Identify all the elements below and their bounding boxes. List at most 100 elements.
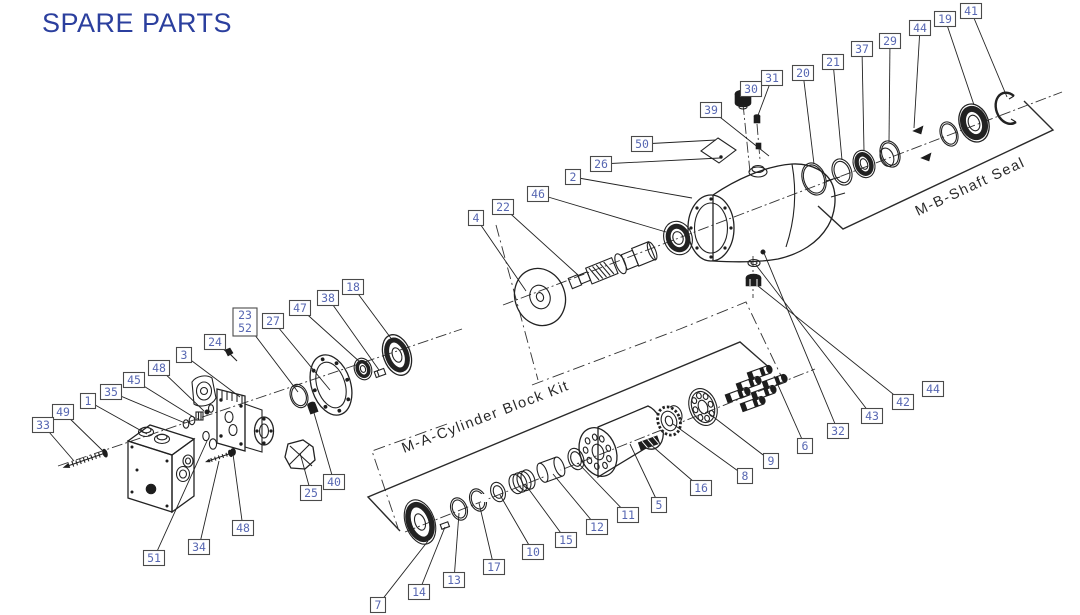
svg-text:48: 48: [236, 521, 250, 535]
piston-assembly: [724, 364, 788, 413]
washer-10: [490, 481, 506, 503]
svg-text:46: 46: [531, 187, 545, 201]
part-label-46: 46: [526, 185, 667, 233]
part-label-25: 25: [299, 452, 323, 502]
svg-text:49: 49: [56, 405, 70, 419]
part-label-14: 14: [407, 526, 446, 601]
o-ring-44: [939, 121, 959, 147]
svg-text:44: 44: [913, 21, 927, 35]
svg-text:15: 15: [559, 533, 573, 547]
svg-text:18: 18: [346, 280, 360, 294]
part-label-45: 45: [122, 371, 196, 419]
shaft-seal-37: [852, 149, 876, 179]
shaft-seal-band: [817, 100, 1055, 230]
shaft-key-38: [373, 367, 387, 379]
svg-text:47: 47: [293, 301, 307, 315]
drive-shaft: [567, 241, 658, 290]
svg-text:9: 9: [768, 454, 775, 468]
part-label-37: 37: [850, 40, 874, 152]
svg-text:22: 22: [496, 200, 510, 214]
part-label-30: 30: [739, 80, 763, 99]
svg-text:2: 2: [570, 170, 577, 184]
part-label-21: 21: [821, 53, 845, 161]
svg-text:26: 26: [594, 157, 608, 171]
svg-text:31: 31: [765, 71, 779, 85]
backup-ring-21: [831, 158, 853, 186]
part-label-27: 27: [261, 312, 331, 391]
part-label-29: 29: [878, 32, 902, 143]
svg-text:5: 5: [656, 498, 663, 512]
locating-pin: [439, 521, 451, 530]
o-ring-23-52: [289, 383, 309, 409]
spring-15: [508, 469, 536, 495]
part-label-13: 13: [442, 512, 466, 589]
part-label-38: 38: [316, 289, 380, 371]
pump-housing: [191, 375, 275, 453]
svg-text:12: 12: [590, 520, 604, 534]
part-label-17: 17: [478, 502, 506, 576]
svg-text:6: 6: [802, 439, 809, 453]
part-label-3: 3: [175, 346, 241, 398]
part-label-4: 4: [467, 209, 527, 292]
o-ring-20: [801, 162, 827, 196]
part-label-47: 47: [288, 299, 362, 364]
part-label-41: 41: [959, 2, 1008, 98]
svg-text:39: 39: [704, 103, 718, 117]
svg-text:44: 44: [926, 382, 940, 396]
part-label-18: 18: [341, 278, 394, 342]
svg-text:14: 14: [412, 585, 426, 599]
part-label-34: 34: [187, 460, 220, 556]
part-label-26: 26: [589, 155, 721, 173]
stud-nut: [745, 273, 762, 287]
svg-text:11: 11: [621, 508, 635, 522]
svg-text:1: 1: [85, 394, 92, 408]
retainer-ring-29: [879, 140, 901, 168]
svg-text:52: 52: [238, 321, 252, 335]
control-valve-block: [126, 424, 196, 514]
stud-washer: [747, 258, 761, 268]
svg-text:37: 37: [855, 42, 869, 56]
cylinder-block-kit-band: [366, 341, 773, 532]
svg-text:21: 21: [826, 55, 840, 69]
part-label-12: 12: [552, 473, 609, 536]
o-rings-51: [202, 430, 218, 450]
svg-text:29: 29: [883, 34, 897, 48]
part-label-11: 11: [577, 462, 640, 524]
part-label-20: 20: [791, 64, 815, 165]
svg-text:38: 38: [321, 291, 335, 305]
centerlines: [57, 91, 1063, 533]
snap-ring-17: [468, 488, 488, 512]
part-label-16: 16: [650, 444, 713, 497]
part-label-5: 5: [629, 443, 668, 514]
part-number-labels: 4119442937212031303950262462244442433269…: [31, 2, 1008, 614]
svg-text:48: 48: [152, 361, 166, 375]
spring-washer-set: [182, 404, 215, 429]
svg-text:24: 24: [208, 335, 222, 349]
part-label-15: 15: [524, 483, 578, 549]
svg-text:30: 30: [744, 82, 758, 96]
cylinder-block-kit-caption: M-A-Cylinder Block Kit: [400, 378, 572, 457]
axis-arrows: [912, 125, 932, 162]
svg-text:19: 19: [938, 12, 952, 26]
shim-ring-13: [449, 497, 469, 521]
svg-text:7: 7: [375, 598, 382, 612]
svg-text:51: 51: [147, 551, 161, 565]
part-label-50: 50: [630, 135, 717, 153]
part-label-42: 42: [757, 285, 915, 411]
svg-text:23: 23: [238, 308, 252, 322]
svg-text:16: 16: [694, 481, 708, 495]
ball-guide: [656, 405, 683, 437]
part-label-19: 19: [933, 10, 975, 106]
svg-text:8: 8: [742, 469, 749, 483]
part-label-49: 49: [51, 403, 104, 452]
retainer-plate: [688, 388, 718, 426]
cylinder-block: [578, 405, 664, 479]
bushing-12: [536, 456, 566, 483]
svg-text:33: 33: [36, 418, 50, 432]
part-label-31: 31: [756, 69, 784, 119]
svg-text:25: 25: [304, 486, 318, 500]
part-label-39: 39: [699, 101, 770, 157]
